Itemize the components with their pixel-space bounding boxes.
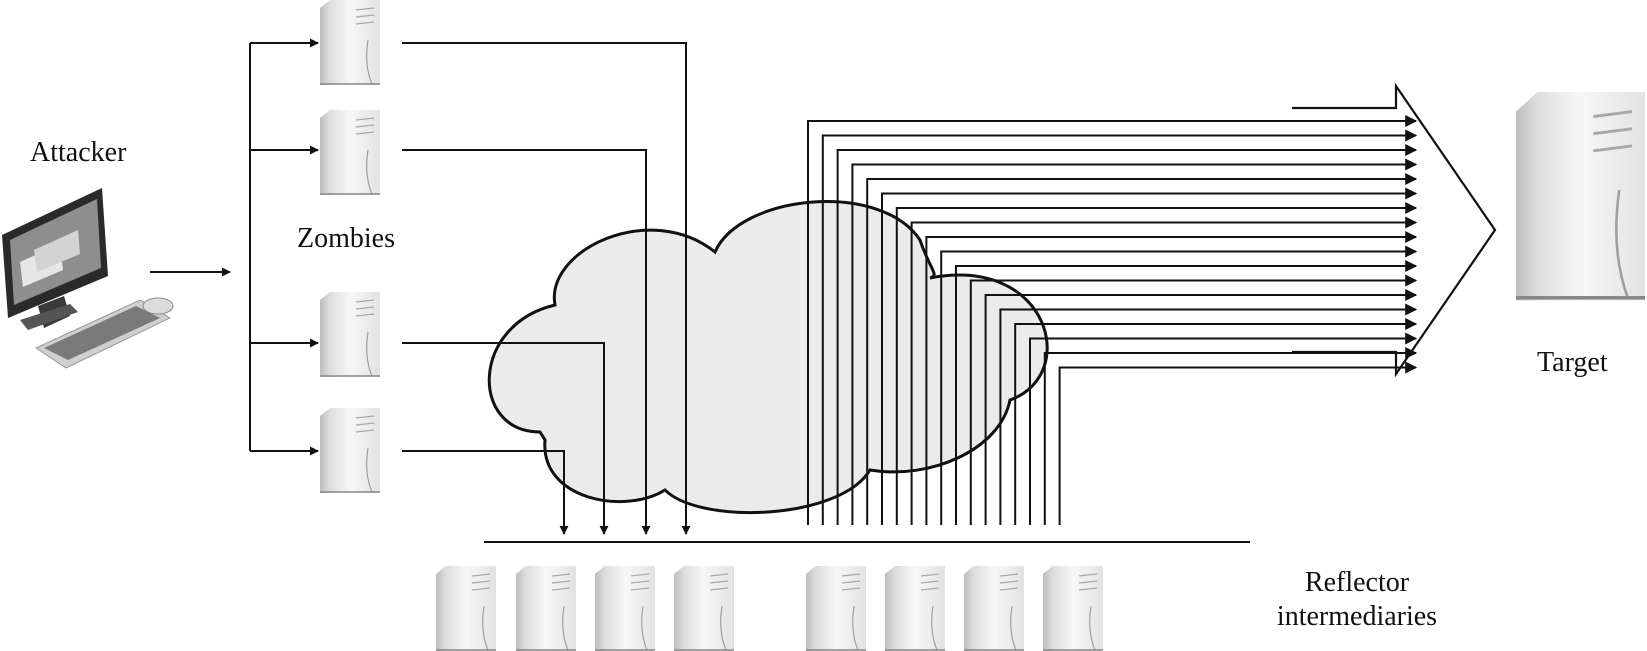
reflector-server-icon	[805, 565, 867, 651]
reflector-server-icon	[594, 565, 656, 651]
reflected-stream	[1029, 332, 1418, 525]
reflector-server-icon	[1042, 565, 1104, 651]
reflected-stream	[940, 245, 1418, 525]
zombie-server-icon	[319, 407, 381, 494]
reflector-server-icon	[435, 565, 497, 651]
attacker-label: Attacker	[30, 137, 127, 168]
zombie-to-reflector-routes	[402, 42, 691, 535]
reflector-server-icon	[963, 565, 1025, 651]
reflector-label-line2: intermediaries	[1276, 600, 1438, 632]
reflected-stream	[1043, 347, 1418, 525]
reflector-server-icon	[673, 565, 735, 651]
target-server-icon	[1514, 90, 1647, 303]
reflected-stream	[836, 144, 1418, 525]
reflected-stream	[910, 216, 1418, 525]
reflected-stream	[999, 303, 1418, 525]
reflector-server-icon	[515, 565, 577, 651]
reflected-stream	[1014, 318, 1418, 525]
reflected-stream	[821, 129, 1418, 525]
attacker-computer-icon	[2, 188, 174, 369]
zombies-label: Zombies	[297, 223, 395, 254]
reflected-streams	[807, 115, 1418, 525]
attacker-command-links	[150, 38, 319, 456]
reflected-stream	[984, 289, 1418, 525]
reflector-server-icon	[884, 565, 946, 651]
reflected-stream	[881, 187, 1418, 525]
reflected-stream	[895, 202, 1418, 525]
zombie-server-icon	[319, 109, 381, 196]
reflected-stream	[925, 231, 1418, 525]
reflector-label: Reflector intermediaries	[1262, 566, 1452, 633]
network-cloud-icon	[487, 200, 1049, 515]
reflected-stream	[851, 158, 1418, 525]
zombie-server-icon	[319, 291, 381, 378]
reflected-stream	[1058, 361, 1418, 525]
reflected-stream	[866, 173, 1418, 525]
reflector-label-line1: Reflector	[1304, 567, 1410, 598]
flood-arrow	[1292, 82, 1497, 378]
target-label: Target	[1537, 347, 1608, 378]
reflected-stream	[969, 274, 1418, 525]
reflected-stream	[955, 260, 1418, 525]
reflected-stream	[807, 115, 1418, 525]
zombie-server-icon	[319, 0, 381, 86]
